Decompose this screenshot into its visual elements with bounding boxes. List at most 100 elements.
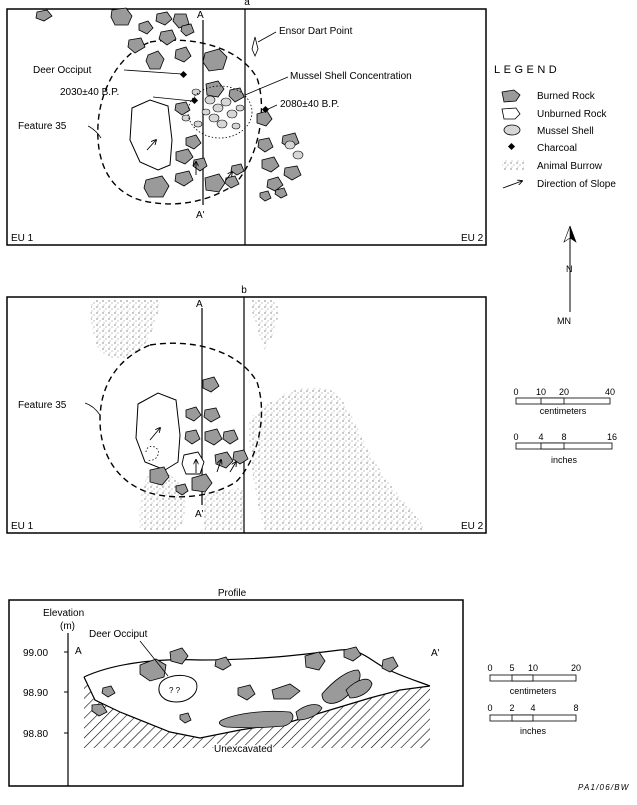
profile-elev-2: 98.80 [23, 729, 48, 740]
profile-elev-1: 98.90 [23, 688, 48, 699]
profile-scale-cm-seg [511, 674, 534, 682]
burned-rock [214, 451, 234, 469]
mussel-shell [292, 150, 304, 160]
profile-unit-label: (m) [60, 621, 75, 632]
mussel-shell [191, 88, 201, 96]
profile-scale-in-label: inches [520, 726, 547, 736]
burned-rock [219, 710, 294, 729]
charcoal-icon [179, 70, 188, 79]
profile-scale-in-seg [511, 714, 534, 722]
plan-a-unit-left: EU 1 [11, 233, 34, 244]
plan-scale-in-2: 8 [561, 432, 566, 442]
plan-b-section-bottom: A' [195, 509, 204, 520]
mussel-shell [193, 120, 203, 128]
mussel-shell [220, 97, 232, 107]
slope-arrows-a [146, 140, 232, 181]
legend-label-5: Direction of Slope [537, 179, 616, 190]
plan-a-section-top: A [197, 10, 204, 21]
charcoal-icon [190, 96, 199, 105]
burrow [200, 488, 244, 530]
mussel-concentration-outline [187, 85, 253, 139]
slope-arrow [229, 462, 236, 473]
excavation-floor-line [83, 676, 431, 739]
mussel-shell [284, 140, 296, 150]
burned-rock [224, 175, 240, 189]
plan-scale-in-label: inches [551, 455, 578, 465]
burned-rock [127, 37, 146, 54]
leader-date-right [265, 104, 278, 111]
burned-rock [145, 50, 165, 70]
burned-rock [266, 176, 284, 192]
burned-rock [381, 656, 399, 673]
burned-rock [138, 20, 154, 35]
burned-rock [205, 80, 225, 98]
label-feature-b: Feature 35 [18, 400, 67, 411]
burrow [248, 387, 425, 530]
burned-rock [259, 190, 272, 202]
burned-rock [35, 9, 53, 22]
north-label-mn: MN [557, 316, 571, 326]
profile-marker-left: A [75, 646, 82, 657]
slope-arrow [149, 428, 160, 441]
legend-title: LEGEND [494, 64, 560, 76]
profile-scale-cm-3: 20 [571, 663, 581, 673]
legend: LEGEND Burned Rock Unburned Rock Mussel … [494, 64, 616, 190]
legend-label-1: Unburned Rock [537, 109, 607, 120]
feature-35-outline [97, 39, 263, 205]
burrow [90, 300, 160, 359]
unexcavated-area [84, 677, 430, 748]
plan-scale-cm-1: 10 [536, 387, 546, 397]
mussel-shell [216, 119, 228, 129]
mussel-shell [181, 114, 191, 122]
plan-scale-in-1: 4 [538, 432, 543, 442]
mussel-shell-icon [503, 124, 521, 136]
burned-rock [143, 175, 170, 198]
plan-scale-cm-label: centimeters [540, 406, 587, 416]
mussel-shell [235, 104, 245, 112]
burned-rock [345, 678, 373, 699]
profile-unexcavated-label: Unexcavated [214, 744, 272, 755]
legend-label-3: Charcoal [537, 143, 577, 154]
burned-rock [101, 685, 116, 698]
burned-rock [91, 703, 108, 717]
burned-rock [202, 48, 228, 72]
plan-scale-cm-0: 0 [513, 387, 518, 397]
burrow [250, 300, 278, 350]
profile-rocks [91, 646, 399, 729]
plan-scale-cm-2: 20 [559, 387, 569, 397]
profile-marker-right: A' [431, 648, 440, 659]
figure-credit: PA1/06/BW [578, 783, 630, 792]
north-arrow-head-outline [563, 225, 571, 243]
feature-35-outline-b [99, 342, 263, 498]
burned-rock [179, 712, 192, 724]
deer-occiput-shape [158, 675, 198, 703]
profile-title: Profile [218, 588, 247, 599]
leader-date-left [152, 96, 193, 102]
slope-arrow [146, 140, 156, 151]
profile-scale-cm-label: centimeters [510, 686, 557, 696]
label-ensor: Ensor Dart Point [279, 26, 353, 37]
profile-scale-in-3: 8 [573, 703, 578, 713]
plan-scale-in-3: 16 [607, 432, 617, 442]
burned-rock [184, 429, 201, 445]
leader-feature-b [84, 402, 101, 416]
burned-rock-icon [501, 89, 521, 103]
burned-rock [180, 23, 195, 37]
profile-scale-cm-1: 5 [509, 663, 514, 673]
burned-rock [191, 473, 213, 493]
mussel-shell [204, 95, 216, 105]
unburned-rock-icon [501, 107, 521, 120]
label-date-right: 2080±40 B.P. [280, 99, 339, 110]
mussel-shell [231, 122, 241, 130]
leader-mussel [244, 76, 289, 96]
burned-rock [271, 683, 301, 700]
burned-rock [343, 646, 362, 662]
burned-rock [295, 704, 323, 721]
profile-frame [8, 599, 464, 787]
plan-b-title: b [241, 285, 247, 296]
profile-deer-label: Deer Occiput [89, 629, 148, 640]
burned-rock [174, 170, 194, 187]
north-arrow-head [569, 225, 577, 243]
north-label-n: N [566, 264, 573, 274]
